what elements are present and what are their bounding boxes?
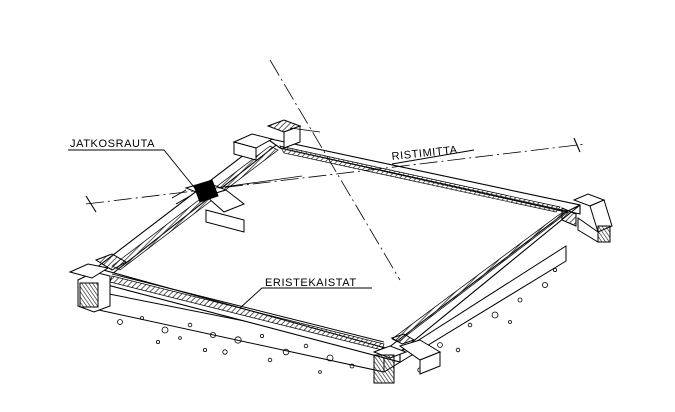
label-jatkosrauta: JATKOSRAUTA — [70, 138, 155, 150]
corner-block-front-right — [372, 333, 442, 384]
corner-block-back-right — [561, 193, 613, 243]
splice-rebar-block — [171, 179, 245, 233]
leader-eristekaistat — [239, 287, 372, 309]
insulation-strips — [109, 145, 569, 351]
corner-block-back-left — [232, 119, 302, 161]
leader-ristimitta — [391, 149, 475, 165]
concrete-aggregate-dots — [117, 267, 558, 374]
leader-lines — [68, 149, 475, 309]
corner-block-front-left — [68, 253, 128, 313]
wall-frame — [94, 137, 581, 363]
diagonal-dimension-lines — [85, 59, 587, 281]
label-eristekaistat: ERISTEKAISTAT — [265, 277, 357, 289]
leader-jatkosrauta — [68, 149, 199, 193]
